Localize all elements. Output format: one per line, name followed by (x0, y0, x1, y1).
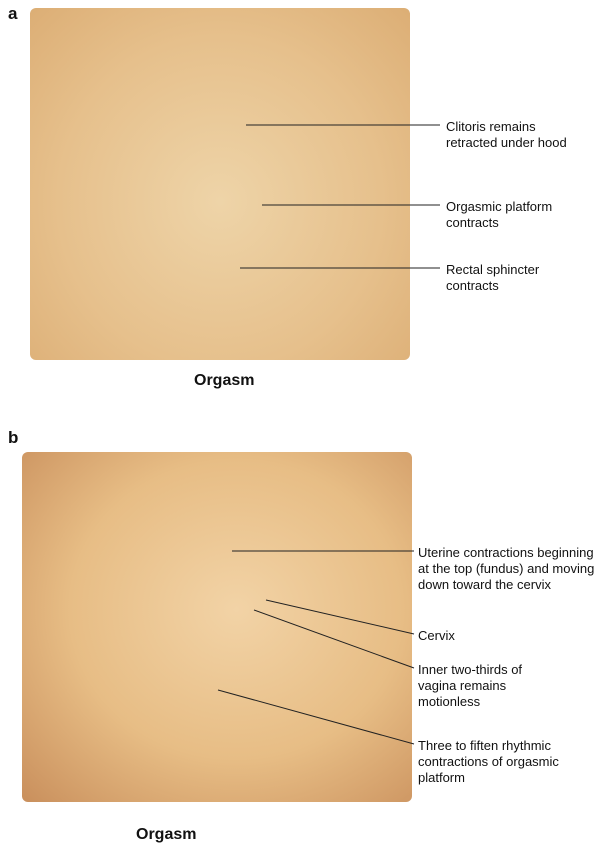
label-clitoris: Clitoris remains retracted under hood (446, 119, 567, 150)
leader-rhythmic (217, 689, 415, 745)
panel-a-illustration (30, 8, 410, 360)
panel-a-letter: a (8, 4, 18, 23)
label-rectal-sphincter: Rectal sphincter contracts (446, 262, 540, 293)
label-cervix: Cervix (418, 628, 455, 643)
panel-a-caption: Orgasm (194, 372, 255, 389)
panel-b-letter: b (8, 428, 19, 447)
panel-b-illustration (22, 452, 412, 802)
label-uterine-contractions: Uterine contractions beginning at the to… (418, 545, 595, 592)
panel-b-caption: Orgasm (136, 826, 197, 843)
leader-cervix (265, 599, 415, 635)
leader-inner-vagina (253, 609, 415, 669)
label-orgasmic-platform: Orgasmic platform contracts (446, 199, 553, 230)
label-rhythmic-contractions: Three to fiften rhythmic contractions of… (418, 738, 559, 785)
label-inner-vagina: Inner two-thirds of vagina remains motio… (418, 662, 523, 709)
